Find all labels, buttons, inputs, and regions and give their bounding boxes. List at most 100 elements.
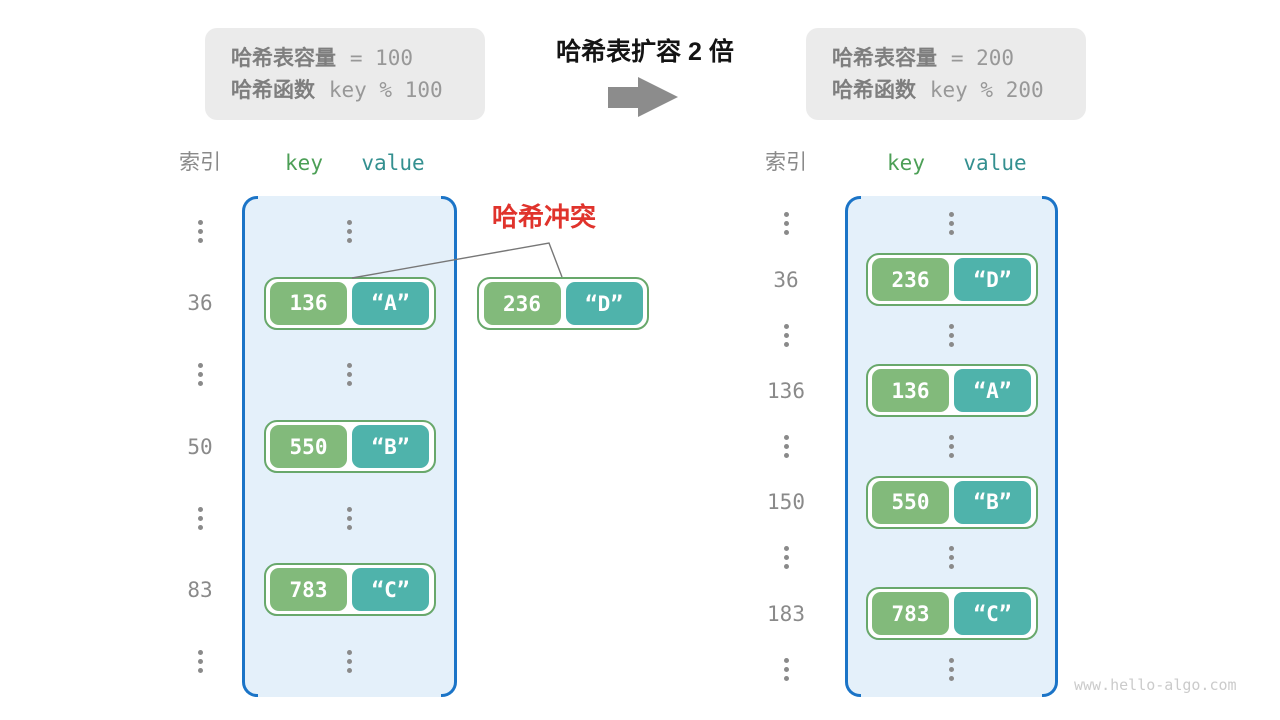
value-box: “C” <box>954 592 1031 636</box>
hash-fn-value: key % 200 <box>929 78 1044 102</box>
kv-pair: 550 “B” <box>865 475 1038 529</box>
index-row: 50 <box>158 411 242 483</box>
hash-fn-line: 哈希函数 key % 100 <box>231 74 485 106</box>
bucket-row: 236 “D” <box>845 252 1058 308</box>
key-box: 136 <box>872 369 949 413</box>
index-row: 136 <box>744 363 828 419</box>
bucket-row: 550 “B” <box>845 474 1058 530</box>
key-box: 783 <box>872 592 949 636</box>
index-value: 36 <box>773 267 799 292</box>
ellipsis-vertical-icon <box>949 435 954 459</box>
kv-pair: 136 “A” <box>263 276 436 330</box>
ellipsis-vertical-icon <box>347 220 352 244</box>
bucket-row <box>845 307 1058 363</box>
ellipsis-vertical-icon <box>197 649 203 673</box>
bucket-row <box>845 419 1058 475</box>
bucket-row <box>242 482 457 554</box>
index-row <box>158 339 242 411</box>
index-row <box>744 196 828 252</box>
capacity-line: 哈希表容量 = 100 <box>231 42 485 74</box>
ellipsis-vertical-icon <box>197 506 203 530</box>
capacity-label: 哈希表容量 <box>231 47 336 70</box>
key-box: 136 <box>270 281 347 325</box>
hash-fn-label: 哈希函数 <box>231 79 315 102</box>
ellipsis-vertical-icon <box>197 220 203 244</box>
watermark: www.hello-algo.com <box>1074 676 1237 694</box>
capacity-value: = 200 <box>950 46 1015 70</box>
key-box: 550 <box>270 425 347 469</box>
value-box: “C” <box>352 568 429 612</box>
index-row: 183 <box>744 586 828 642</box>
capacity-box-before: 哈希表容量 = 100 哈希函数 key % 100 <box>205 28 485 120</box>
value-box: “D” <box>565 282 643 325</box>
bucket-row: 783 “C” <box>845 586 1058 642</box>
value-box: “A” <box>352 281 429 325</box>
value-column-header: value <box>963 151 1027 175</box>
key-box: 783 <box>270 568 347 612</box>
bucket-row <box>242 196 457 268</box>
hash-fn-label: 哈希函数 <box>832 79 916 102</box>
index-row <box>744 530 828 586</box>
ellipsis-vertical-icon <box>783 435 789 459</box>
index-value: 150 <box>767 490 805 515</box>
bucket-row: 550 “B” <box>242 411 457 483</box>
index-column-before: 36 50 83 <box>158 196 242 697</box>
ellipsis-vertical-icon <box>347 649 352 673</box>
kv-pair: 236 “D” <box>865 253 1038 306</box>
bucket-row <box>845 196 1058 252</box>
index-row: 36 <box>158 268 242 340</box>
index-row <box>744 307 828 363</box>
key-column-header: key <box>285 151 323 175</box>
index-row: 83 <box>158 554 242 626</box>
value-box: “D” <box>954 258 1031 301</box>
index-value: 83 <box>187 577 213 602</box>
hash-fn-value: key % 100 <box>328 78 443 102</box>
ellipsis-vertical-icon <box>949 323 954 347</box>
bucket-row: 783 “C” <box>242 554 457 626</box>
ellipsis-vertical-icon <box>347 506 352 530</box>
collision-label: 哈希冲突 <box>492 202 597 232</box>
hash-fn-line: 哈希函数 key % 200 <box>832 74 1086 106</box>
capacity-box-after: 哈希表容量 = 200 哈希函数 key % 200 <box>806 28 1086 120</box>
resize-title: 哈希表扩容 2 倍 <box>556 38 734 66</box>
bucket-row <box>242 339 457 411</box>
ellipsis-vertical-icon <box>949 546 954 570</box>
bucket-row: 136 “A” <box>845 363 1058 419</box>
index-column-after: 36 136 150 183 <box>744 196 828 697</box>
key-column-header: key <box>887 151 925 175</box>
bucket-row <box>845 641 1058 697</box>
ellipsis-vertical-icon <box>949 657 954 681</box>
ellipsis-vertical-icon <box>783 546 789 570</box>
key-box: 236 <box>483 282 561 325</box>
capacity-line: 哈希表容量 = 200 <box>832 42 1086 74</box>
index-value: 36 <box>187 291 213 316</box>
ellipsis-vertical-icon <box>783 212 789 236</box>
kv-pair: 236 “D” <box>477 277 649 330</box>
bucket-row: 136 “A” <box>242 268 457 340</box>
index-row <box>158 625 242 697</box>
index-value: 136 <box>767 378 805 403</box>
ellipsis-vertical-icon <box>949 212 954 236</box>
capacity-value: = 100 <box>349 46 414 70</box>
bucket-row <box>845 530 1058 586</box>
index-row <box>744 419 828 475</box>
kv-pair: 550 “B” <box>263 420 436 474</box>
colliding-kv-pair: 236 “D” <box>477 277 649 330</box>
index-value: 50 <box>187 434 213 459</box>
ellipsis-vertical-icon <box>783 323 789 347</box>
value-column-header: value <box>361 151 425 175</box>
key-box: 236 <box>872 258 949 301</box>
index-value: 183 <box>767 601 805 626</box>
key-box: 550 <box>872 480 949 524</box>
kv-pair: 783 “C” <box>865 587 1038 641</box>
kv-pair: 136 “A” <box>865 364 1038 418</box>
index-row <box>744 641 828 697</box>
capacity-label: 哈希表容量 <box>832 47 937 70</box>
index-row <box>158 196 242 268</box>
value-box: “B” <box>954 480 1031 524</box>
ellipsis-vertical-icon <box>783 657 789 681</box>
value-box: “B” <box>352 425 429 469</box>
hash-table-after: 236 “D” 136 “A” 550 “B” 783 “C” <box>845 196 1058 697</box>
index-row: 36 <box>744 252 828 308</box>
hash-table-before: 136 “A” 550 “B” 783 “C” <box>242 196 457 697</box>
